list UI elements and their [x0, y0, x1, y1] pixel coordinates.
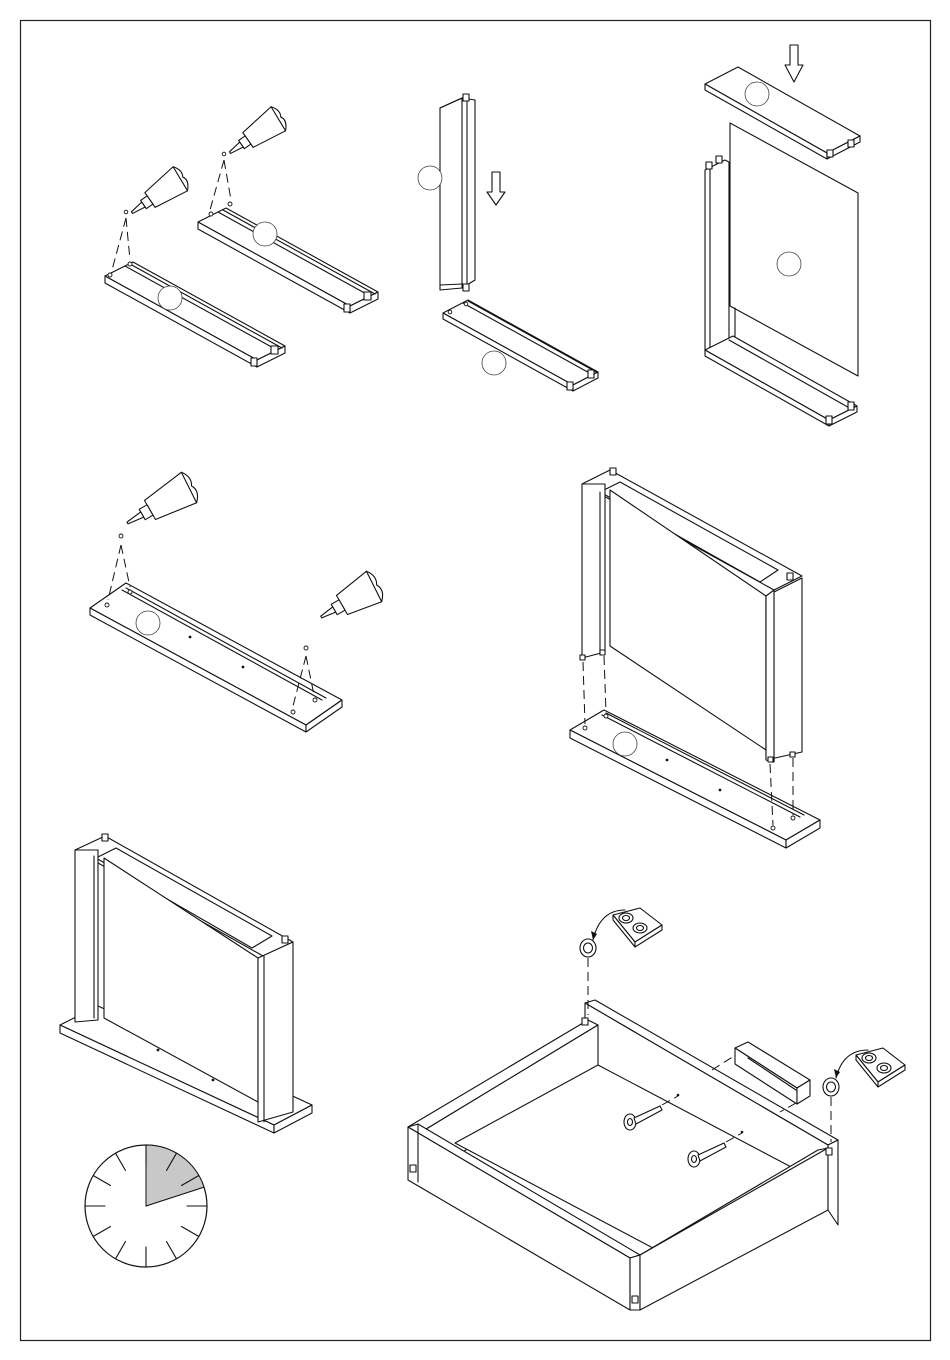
part-callout	[482, 351, 506, 375]
back-panel	[730, 123, 858, 376]
clock-icon	[85, 1145, 207, 1267]
glue-tube-icon	[222, 105, 290, 164]
part-callout	[158, 286, 182, 310]
part-callout	[253, 222, 277, 246]
glue-tube-icon	[313, 569, 387, 631]
part-callout	[745, 82, 769, 106]
shelf-board-front	[105, 262, 285, 367]
step-1-shelf-boards	[105, 105, 378, 367]
step-5-frame-onto-base	[570, 468, 820, 848]
step-4-base-board	[90, 470, 387, 732]
step-7-drawer-box	[408, 908, 905, 1310]
down-arrow-icon	[487, 172, 505, 205]
cam-lock-icon	[823, 1048, 905, 1142]
down-arrow-icon	[785, 45, 803, 82]
part-callout	[777, 252, 801, 276]
step-3-top-and-back	[705, 45, 860, 426]
part-callout	[418, 166, 442, 190]
part-callout	[136, 611, 160, 635]
step-2-side-into-bottom	[418, 94, 598, 391]
step-6-assembled-frame	[60, 834, 312, 1133]
glue-tube-icon	[119, 470, 202, 537]
part-callout	[613, 732, 637, 756]
shelf-board-back	[198, 202, 378, 313]
side-panel	[440, 94, 475, 291]
top-board	[705, 67, 860, 159]
glue-tube-icon	[124, 165, 192, 224]
cam-lock-icon	[580, 908, 662, 1015]
bottom-board	[443, 300, 598, 391]
